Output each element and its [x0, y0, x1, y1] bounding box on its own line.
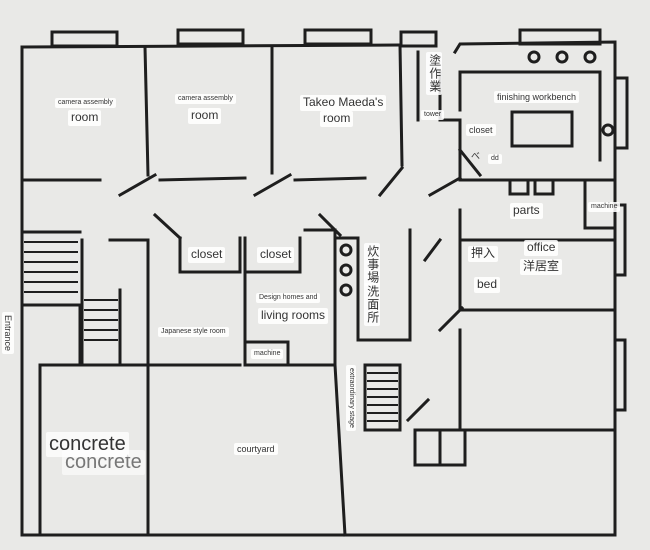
- oshiire-label: 押入: [468, 246, 499, 262]
- top-window: [399, 30, 438, 48]
- interior-wall: [243, 340, 290, 367]
- design-homes-label: Design homes and: [256, 293, 321, 304]
- interior-wall: [20, 230, 242, 367]
- interior-wall: [333, 363, 347, 537]
- entrance-label: Entrance: [1, 312, 14, 355]
- interior-wall: [413, 428, 467, 467]
- door-swing: [405, 397, 431, 423]
- courtyard-label: courtyard: [234, 443, 278, 456]
- office-kanji-label: 洋居室: [520, 259, 563, 275]
- dd-label: dd: [488, 154, 502, 165]
- door-swing: [427, 147, 483, 198]
- japanese-style-room-label: Japanese style room: [158, 327, 229, 338]
- interior-wall: [143, 43, 404, 177]
- stair-treads: [367, 372, 398, 422]
- stair-treads: [24, 241, 78, 293]
- tower-kanji-label: 塗作業: [426, 52, 442, 95]
- interior-wall: [458, 328, 617, 432]
- office-label: office: [524, 240, 559, 256]
- door-swing: [152, 212, 343, 241]
- top-window: [176, 28, 245, 46]
- sink: [339, 243, 353, 257]
- interior-wall: [178, 236, 302, 274]
- machine-right-label: machine: [588, 202, 621, 213]
- interior-wall: [80, 238, 122, 367]
- machine-mid-label: machine: [251, 349, 284, 360]
- extraordinary-stage-label: extraordinary stage: [345, 365, 356, 431]
- parts-label: parts: [510, 203, 543, 219]
- door-swing: [422, 237, 465, 333]
- room-label-2: room: [188, 108, 222, 124]
- interior-wall: [363, 363, 402, 432]
- fixture: [555, 50, 569, 64]
- door-swing: [117, 165, 405, 198]
- top-window: [518, 28, 602, 46]
- top-window: [50, 30, 119, 48]
- takeo-maeda-room-label: Takeo Maeda's: [300, 95, 387, 111]
- camera-assembly-label-1: camera assembly: [55, 98, 116, 109]
- fixture: [527, 50, 541, 64]
- fixture: [601, 123, 615, 137]
- concrete-label: concrete: [46, 432, 129, 457]
- interior-wall: [336, 228, 412, 342]
- bed-label: bed: [474, 277, 501, 293]
- closet-mid-right-label: closet: [257, 247, 295, 263]
- interior-wall: [38, 363, 150, 537]
- closet-mid-left-label: closet: [188, 247, 226, 263]
- right-window: [613, 338, 627, 412]
- sink: [339, 263, 353, 277]
- fixture: [583, 50, 597, 64]
- interior-wall: [458, 70, 602, 162]
- workbench: [510, 110, 574, 148]
- room-label-1: room: [68, 110, 102, 126]
- tower-label: tower: [421, 110, 445, 121]
- sink: [339, 283, 353, 297]
- living-rooms-label: living rooms: [258, 308, 329, 324]
- takeo-room-label: room: [320, 111, 354, 127]
- closet-mark-label: べ: [471, 151, 481, 161]
- parts-box: [533, 178, 555, 196]
- interior-wall: [20, 176, 367, 182]
- interior-wall: [20, 303, 150, 367]
- washroom-kanji-label: 洗面所: [364, 283, 380, 326]
- closet-top-label: closet: [466, 124, 496, 137]
- parts-box: [508, 178, 530, 196]
- camera-assembly-label-2: camera assembly: [175, 94, 236, 105]
- top-window: [303, 28, 373, 46]
- right-window: [613, 76, 629, 150]
- finishing-workbench-label: finishing workbench: [494, 91, 580, 104]
- kitchen-kanji-label: 炊事場: [364, 243, 380, 286]
- stair-treads: [84, 299, 118, 341]
